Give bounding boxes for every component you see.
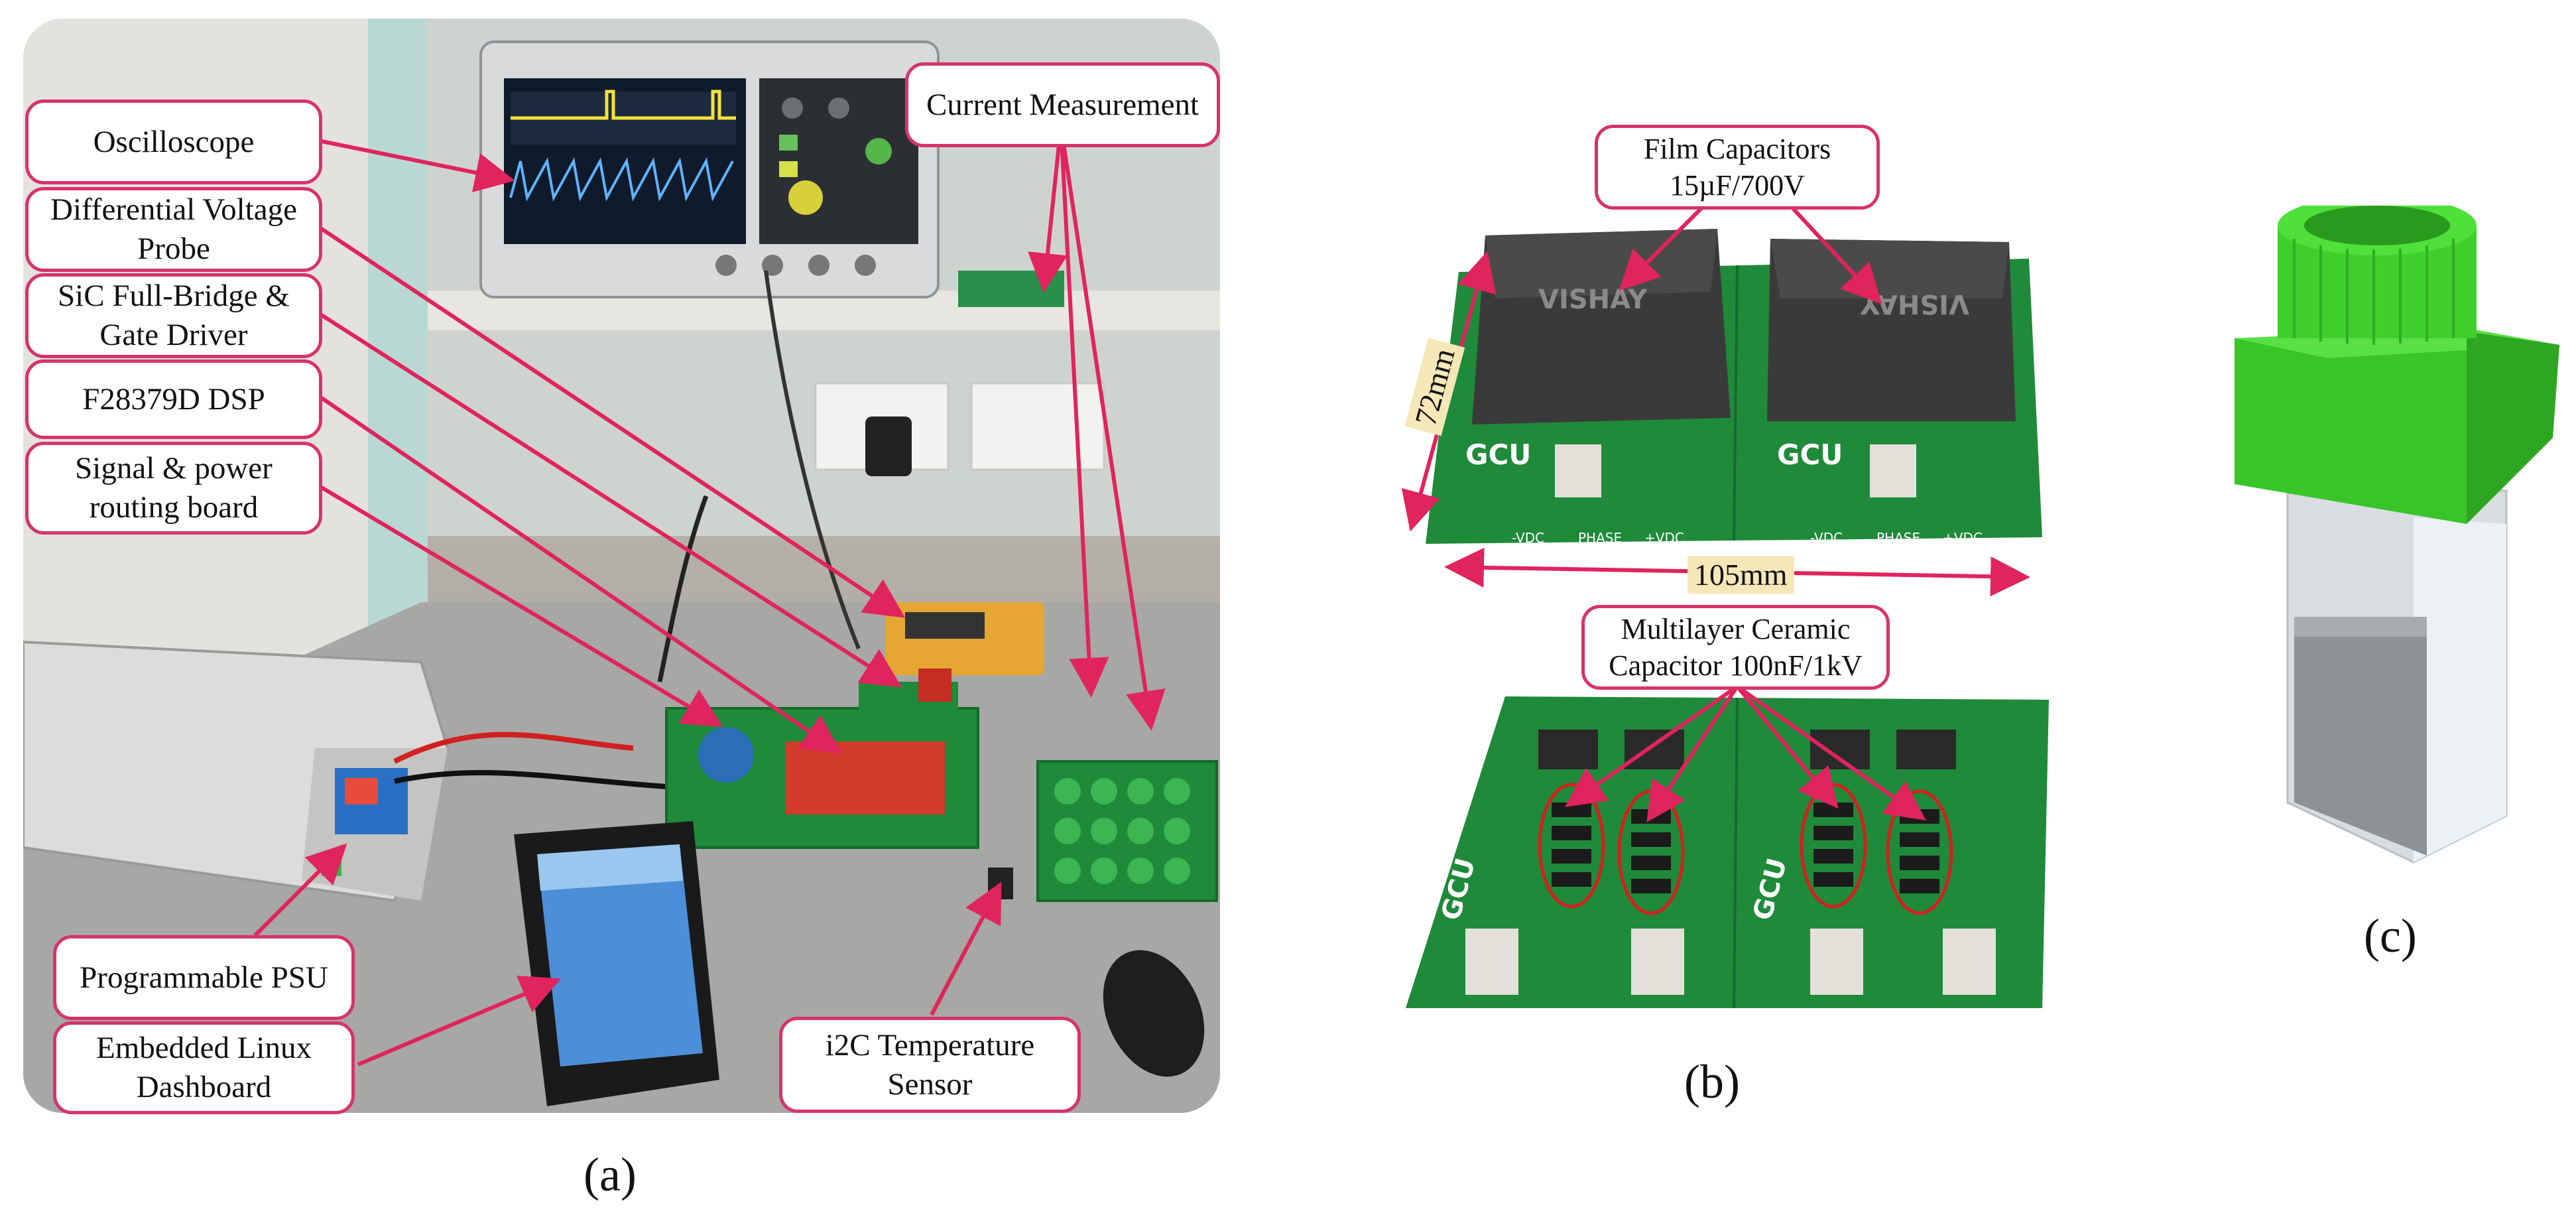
panel-c-photo — [2215, 206, 2573, 869]
dimension-width-label: 105mm — [1687, 556, 1794, 594]
callout-programmable-psu: Programmable PSU — [53, 935, 355, 1020]
arrow-psu — [253, 843, 347, 937]
arrow-current-1 — [1028, 125, 1068, 293]
callout-current-measurement: Current Measurement — [905, 62, 1220, 147]
arrow-oscilloscope — [321, 139, 515, 192]
arrow-sic-bridge — [320, 313, 902, 688]
arrow-mlcc-4 — [1736, 684, 1926, 820]
film-capacitor-left: VISHAY — [1472, 229, 1731, 424]
arrow-mlcc-3 — [1735, 685, 1839, 809]
terminal-phase-left: PHASE — [1578, 530, 1622, 546]
panel-label-c: (c) — [2364, 909, 2417, 962]
callout-temperature-sensor: i2C Temperature Sensor — [779, 1017, 1081, 1113]
arrow-current-2 — [1059, 125, 1109, 698]
terminal-phase-right: PHASE — [1876, 530, 1920, 546]
arrow-dsp — [320, 396, 842, 754]
terminal-vdc-pos-left: +VDC — [1644, 530, 1684, 546]
dashboard-tablet — [514, 821, 719, 1106]
arrow-film-cap-right — [1788, 204, 1882, 304]
callout-film-capacitors: Film Capacitors 15µF/700V — [1595, 125, 1880, 210]
arrow-dashboard — [357, 976, 562, 1066]
arrow-current-3 — [1059, 125, 1166, 731]
callout-mlcc: Multilayer Ceramic Capacitor 100nF/1kV — [1581, 605, 1890, 690]
callout-embedded-linux-dashboard: Embedded Linux Dashboard — [53, 1021, 355, 1114]
gcu-logo-right: GCU — [1777, 438, 1843, 471]
arrow-diff-probe — [320, 227, 905, 618]
callout-dsp: F28379D DSP — [25, 359, 322, 439]
callout-differential-voltage-probe: Differential Voltage Probe — [25, 187, 322, 272]
arrow-mlcc-1 — [1565, 684, 1739, 807]
callout-oscilloscope: Oscilloscope — [25, 99, 322, 184]
psu-device — [23, 640, 450, 903]
callout-signal-power-routing: Signal & power routing board — [25, 442, 322, 535]
arrow-film-cap-left — [1619, 204, 1706, 291]
callout-sic-full-bridge: SiC Full-Bridge & Gate Driver — [25, 273, 322, 358]
terminal-vdc-neg-right: -VDC — [1810, 530, 1843, 546]
arrow-mlcc-2 — [1646, 685, 1739, 822]
terminal-vdc-neg-left: -VDC — [1512, 530, 1544, 546]
terminal-vdc-pos-right: +VDC — [1943, 530, 1983, 546]
pcb-boards: VISHAY VISHAY GCU GCU -VDC PHASE +VDC -V… — [1406, 229, 2049, 1009]
panel-label-a: (a) — [583, 1148, 637, 1201]
panel-label-b: (b) — [1684, 1055, 1740, 1108]
oscilloscope-device — [479, 40, 940, 298]
panel-b-photo: VISHAY VISHAY GCU GCU -VDC PHASE +VDC -V… — [1386, 219, 2055, 1021]
arrow-temp-sensor — [930, 881, 1002, 1016]
capacitor-probe-part — [2235, 206, 2559, 864]
arrow-routing-board — [320, 485, 723, 728]
